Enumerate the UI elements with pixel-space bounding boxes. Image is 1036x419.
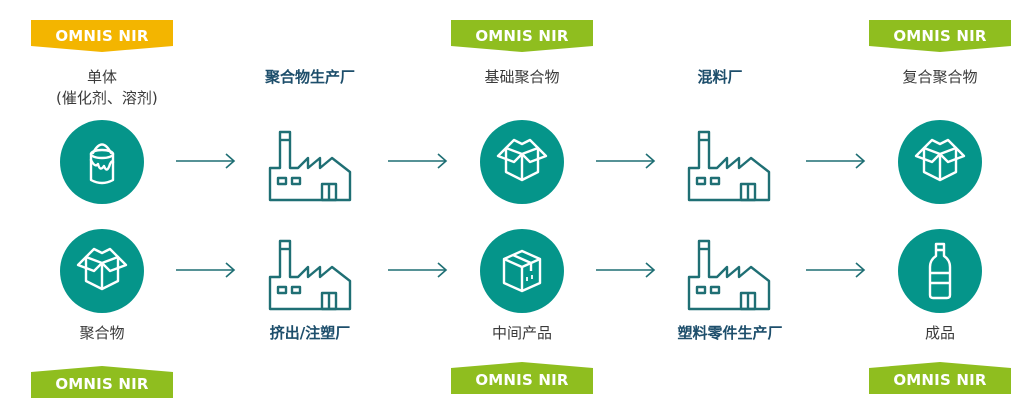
arrow-right-icon <box>596 262 656 278</box>
monomer-circle <box>60 120 144 204</box>
base-polymer-circle <box>480 120 564 204</box>
finished-circle <box>898 229 982 313</box>
omnis-badge-monomer: OMNIS NIR <box>31 20 173 52</box>
label-compound: 复合聚合物 <box>902 68 978 86</box>
factory-icon <box>687 239 771 311</box>
label-finished: 成品 <box>924 324 955 342</box>
arrow-right-icon <box>388 153 448 169</box>
arrow-right-icon <box>388 262 448 278</box>
label-polymer: 聚合物 <box>79 324 125 342</box>
open-box-icon <box>76 247 128 291</box>
intermediate-circle <box>480 229 564 313</box>
arrow-right-icon <box>176 262 236 278</box>
parcel-box-icon <box>502 249 542 293</box>
factory-icon <box>268 239 352 311</box>
label-compounder: 混料厂 <box>697 68 743 86</box>
omnis-badge-intermediate: OMNIS NIR <box>451 362 593 394</box>
omnis-badge-compound: OMNIS NIR <box>869 20 1011 52</box>
open-box-icon <box>914 138 966 182</box>
open-box-icon <box>496 138 548 182</box>
label-plastic-parts-plant: 塑料零件生产厂 <box>677 324 783 342</box>
arrow-right-icon <box>176 153 236 169</box>
factory-icon <box>687 130 771 202</box>
bottle-icon <box>928 242 952 300</box>
omnis-badge-base-polymer: OMNIS NIR <box>451 20 593 52</box>
arrow-right-icon <box>806 262 866 278</box>
arrow-right-icon <box>806 153 866 169</box>
label-intermediate: 中间产品 <box>491 324 552 342</box>
omnis-badge-finished: OMNIS NIR <box>869 362 1011 394</box>
arrow-right-icon <box>596 153 656 169</box>
omnis-badge-polymer: OMNIS NIR <box>31 366 173 398</box>
compound-circle <box>898 120 982 204</box>
label-polymer-plant: 聚合物生产厂 <box>264 68 355 86</box>
polymer-circle <box>60 229 144 313</box>
label-base-polymer: 基础聚合物 <box>484 68 560 86</box>
paint-bucket-icon <box>89 143 115 185</box>
label-extrusion-molding: 挤出/注塑厂 <box>269 324 351 342</box>
factory-icon <box>268 130 352 202</box>
label-monomer: 单体 (催化剂、溶剂) <box>56 68 158 107</box>
